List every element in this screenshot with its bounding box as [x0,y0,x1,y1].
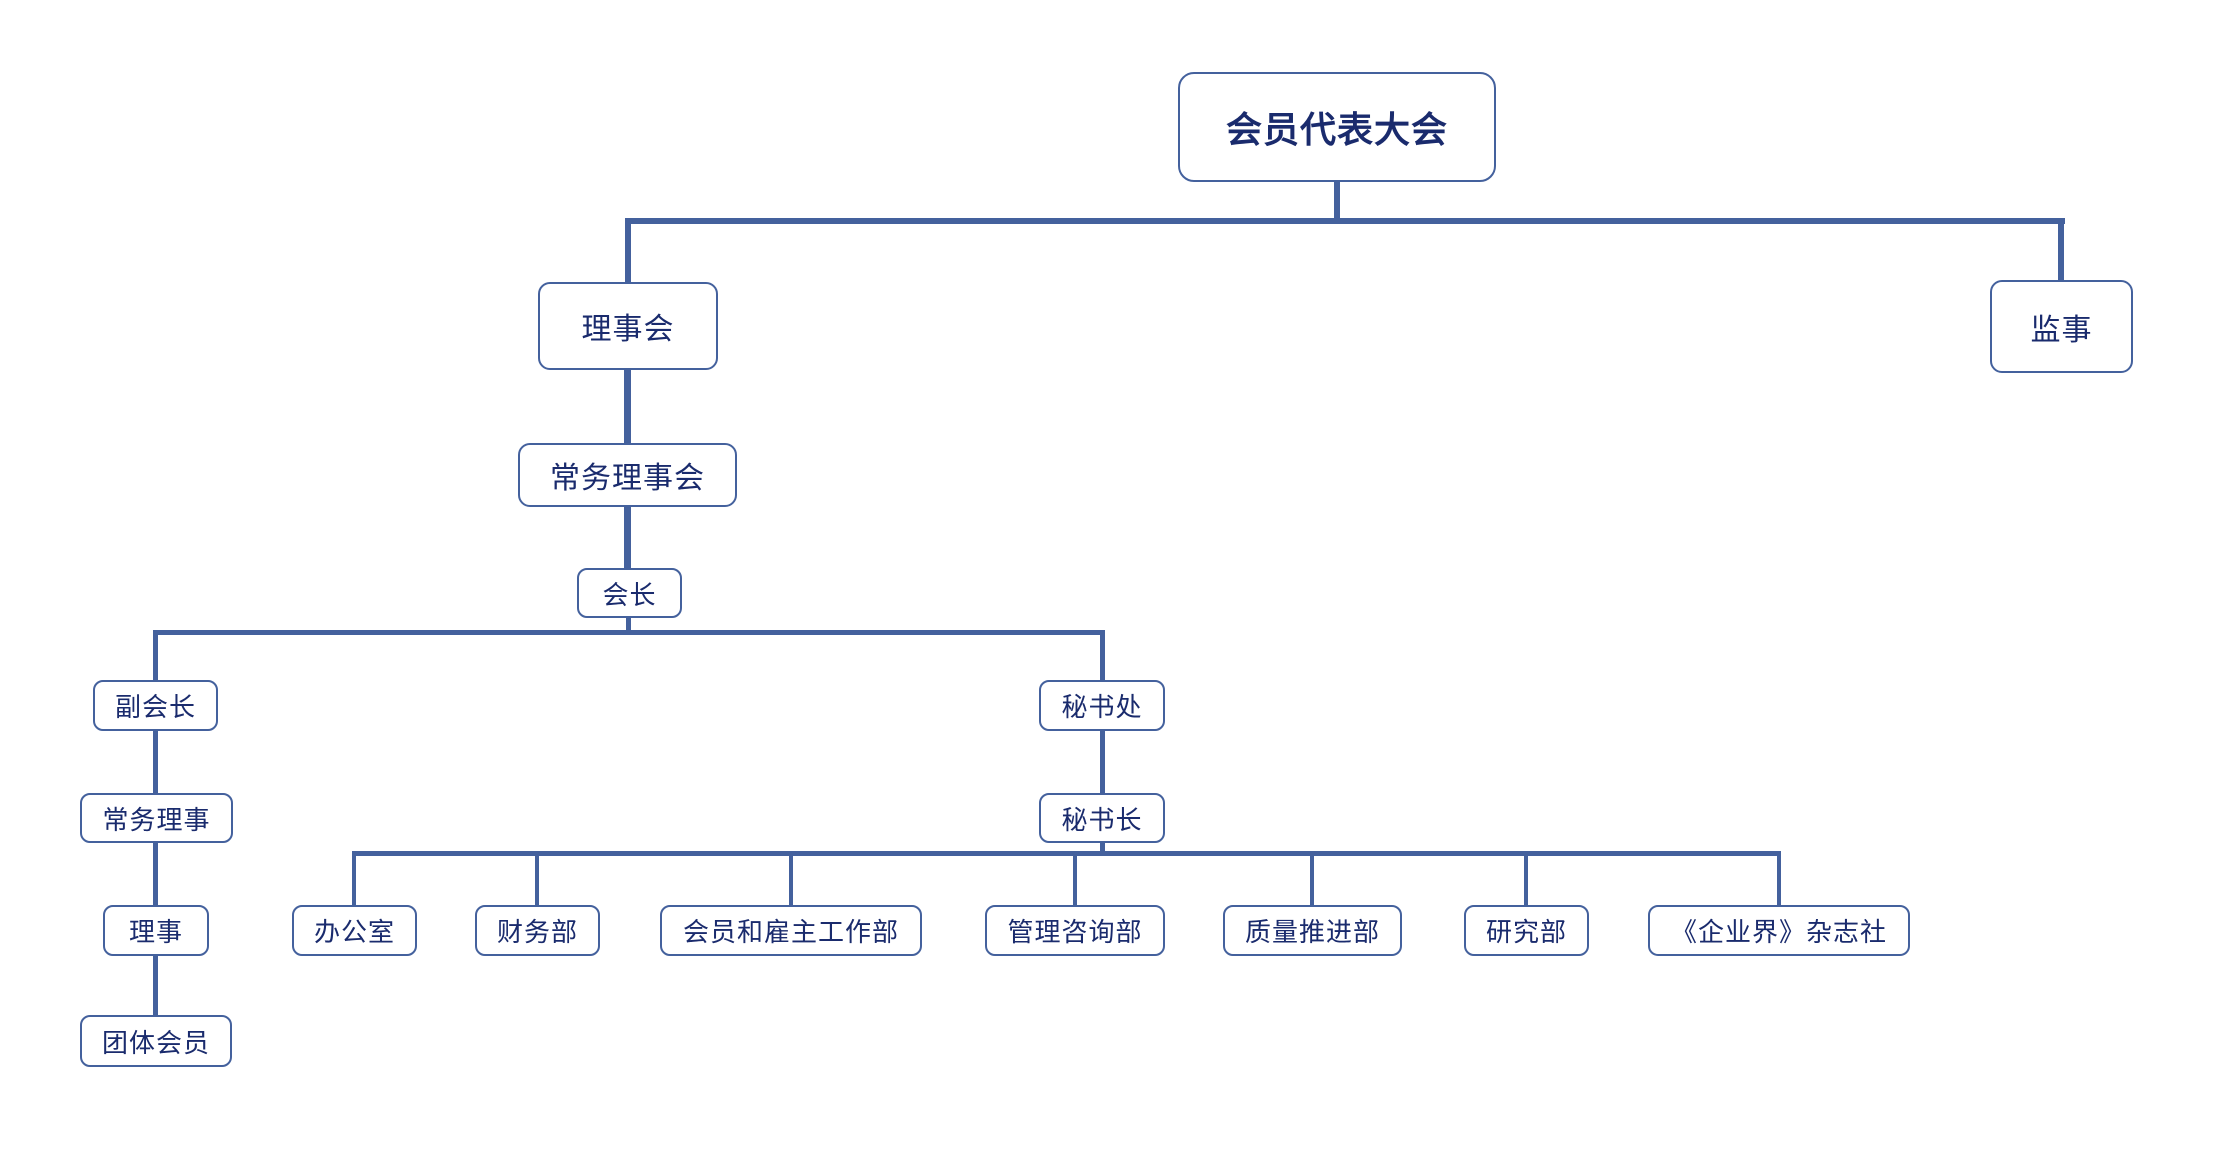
org-node-magazine: 《企业界》杂志社 [1648,905,1910,956]
connector-line [352,851,1781,856]
connector-line [153,956,158,1015]
org-node-quality-dept: 质量推进部 [1223,905,1402,956]
org-node-consulting-dept: 管理咨询部 [985,905,1165,956]
connector-line [1100,630,1105,680]
org-node-member-employer-dept: 会员和雇主工作部 [660,905,922,956]
connector-line [1334,182,1340,224]
connector-line [153,731,158,793]
org-node-finance-dept: 财务部 [475,905,600,956]
connector-line [1073,851,1077,905]
connector-line [626,618,631,635]
org-node-supervisor: 监事 [1990,280,2133,373]
connector-line [153,843,158,905]
org-node-council: 理事会 [538,282,718,370]
org-node-office: 办公室 [292,905,417,956]
connector-line [2058,218,2064,280]
connector-line [625,218,631,282]
org-node-secretariat: 秘书处 [1039,680,1165,731]
org-node-standing-council: 常务理事会 [518,443,737,507]
org-node-vice-president: 副会长 [93,680,218,731]
connector-line [1100,843,1105,855]
connector-line [624,507,631,568]
connector-line [352,851,356,905]
connector-line [1100,731,1105,793]
connector-line [535,851,539,905]
org-node-standing-director: 常务理事 [80,793,233,843]
org-node-assembly: 会员代表大会 [1178,72,1496,182]
connector-line [1524,851,1528,905]
org-node-research-dept: 研究部 [1464,905,1589,956]
org-node-president: 会长 [577,568,682,618]
org-node-director: 理事 [103,905,209,956]
connector-line [1310,851,1314,905]
connector-line [1777,851,1781,905]
org-node-secretary-general: 秘书长 [1039,793,1165,843]
connector-line [153,630,1105,635]
connector-line [625,218,2065,224]
org-node-group-member: 团体会员 [80,1015,232,1067]
connector-line [789,851,793,905]
connector-line [624,370,631,443]
connector-line [153,630,158,680]
